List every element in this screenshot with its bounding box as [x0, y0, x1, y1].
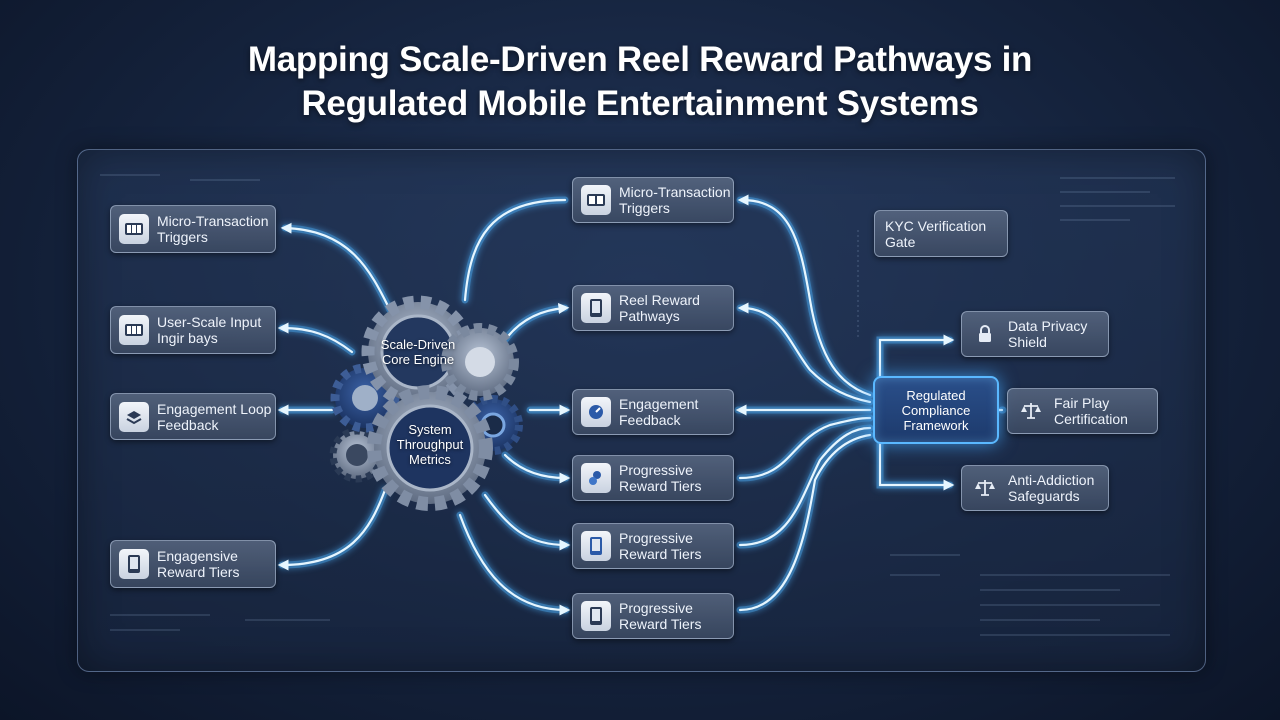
mobile-icon	[581, 293, 611, 323]
scales-icon	[1016, 396, 1046, 426]
gear-metrics	[367, 385, 493, 511]
right-node-data-privacy[interactable]: Data Privacy Shield	[961, 311, 1109, 357]
center-node-reel-reward-pathways[interactable]: Reel Reward Pathways	[572, 285, 734, 331]
title-line-2: Regulated Mobile Entertainment Systems	[301, 84, 979, 123]
center-node-micro-transaction[interactable]: Micro-Transaction Triggers	[572, 177, 734, 223]
left-node-engagement-loop[interactable]: Engagement Loop Feedback	[110, 393, 276, 440]
right-node-kyc-gate[interactable]: KYC Verification Gate	[874, 210, 1008, 257]
center-node-engagement-feedback[interactable]: Engagement Feedback	[572, 389, 734, 435]
lock-icon	[970, 319, 1000, 349]
gear-cluster	[329, 295, 523, 511]
mobile-icon	[581, 531, 611, 561]
tier-icon	[581, 463, 611, 493]
title-line-1: Mapping Scale-Driven Reel Reward Pathway…	[247, 40, 1033, 79]
right-node-anti-addiction[interactable]: Anti-Addiction Safeguards	[961, 465, 1109, 511]
right-node-fair-play[interactable]: Fair Play Certification	[1007, 388, 1158, 434]
left-node-engagensive-reward[interactable]: Engagensive Reward Tiers	[110, 540, 276, 588]
center-node-progressive-tiers-3[interactable]: Progressive Reward Tiers	[572, 593, 734, 639]
page-title: Mapping Scale-Driven Reel Reward Pathway…	[0, 38, 1280, 126]
reel-icon	[581, 185, 611, 215]
core-engine-label: Scale-Driven Core Engine	[380, 337, 456, 367]
mobile-icon	[119, 549, 149, 579]
compliance-hub[interactable]: Regulated Compliance Framework	[873, 376, 999, 444]
left-node-micro-transaction[interactable]: Micro-Transaction Triggers	[110, 205, 276, 253]
scales-icon	[970, 473, 1000, 503]
throughput-metrics-label: System Throughput Metrics	[396, 422, 464, 467]
center-node-progressive-tiers-2[interactable]: Progressive Reward Tiers	[572, 523, 734, 569]
center-node-progressive-tiers-1[interactable]: Progressive Reward Tiers	[572, 455, 734, 501]
gear-top-right	[441, 323, 519, 401]
left-node-user-scale-input[interactable]: User-Scale Input Ingir bays	[110, 306, 276, 354]
wire-group	[277, 194, 1007, 616]
loop-icon	[119, 401, 149, 432]
reel-icon	[119, 315, 149, 345]
gauge-icon	[581, 397, 611, 427]
reel-icon	[119, 214, 149, 244]
mobile-icon	[581, 601, 611, 631]
decor-lines	[100, 174, 1175, 636]
